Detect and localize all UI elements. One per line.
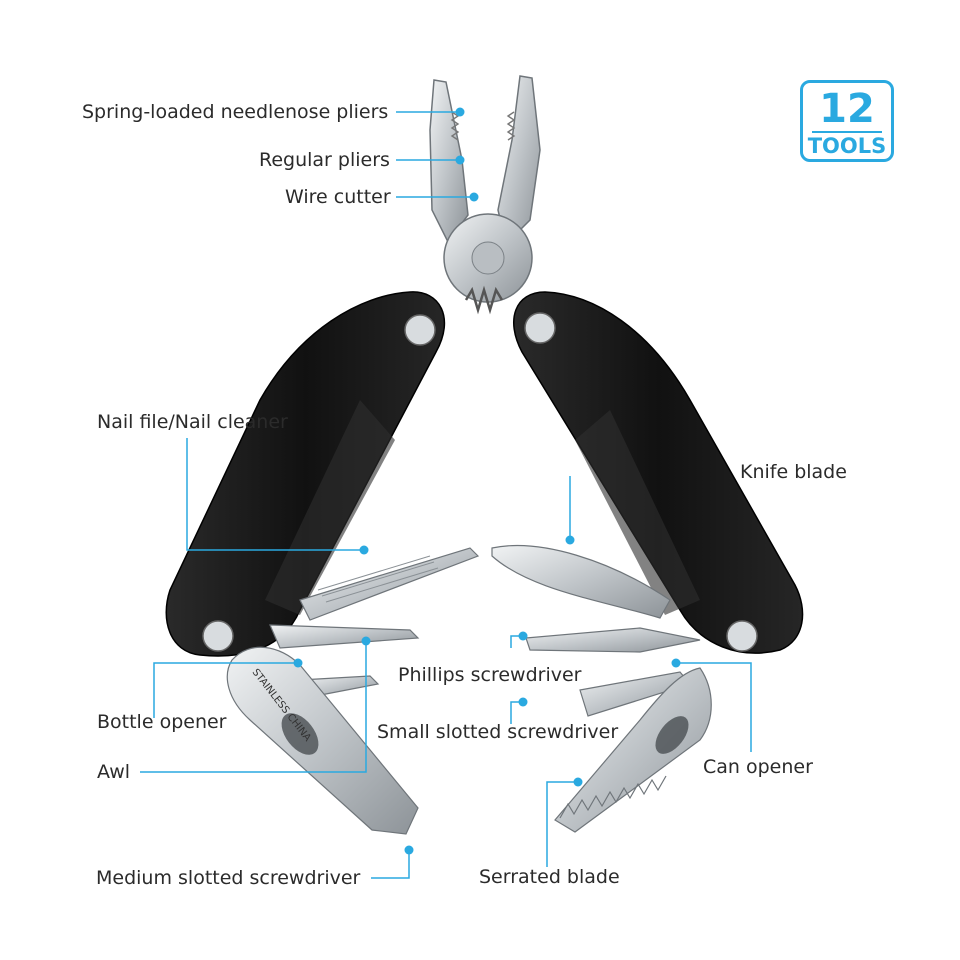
serrated-blade-shape: [554, 667, 712, 833]
label-small-slotted-screwdriver: Small slotted screwdriver: [377, 721, 619, 743]
label-serrated-blade: Serrated blade: [479, 866, 620, 888]
right-handle: [513, 291, 804, 654]
badge-divider: [812, 131, 882, 133]
label-needlenose-pliers: Spring-loaded needlenose pliers: [82, 101, 389, 123]
medium-screwdriver-blade: [226, 646, 419, 835]
nail-file-blade: [299, 547, 480, 621]
screw-icon: [726, 620, 758, 652]
leader-dots: [293, 107, 681, 855]
label-can-opener: Can opener: [703, 756, 813, 778]
badge-text: TOOLS: [807, 134, 887, 158]
label-knife-blade: Knife blade: [740, 461, 847, 483]
label-wire-cutter: Wire cutter: [285, 186, 391, 208]
awl-blade: [269, 624, 420, 649]
label-awl: Awl: [97, 761, 131, 783]
leader-lines: [140, 111, 752, 879]
screw-icon: [524, 312, 556, 344]
badge-number: 12: [819, 86, 875, 132]
pliers-jaws: [429, 75, 541, 315]
label-regular-pliers: Regular pliers: [259, 149, 390, 171]
screw-icon: [404, 314, 436, 346]
right-tools: [491, 545, 712, 833]
label-medium-slotted-screwdriver: Medium slotted screwdriver: [96, 867, 361, 889]
label-nail-file: Nail file/Nail cleaner: [97, 411, 288, 433]
spring: [464, 285, 504, 315]
label-bottle-opener: Bottle opener: [97, 711, 227, 733]
left-tools: [226, 547, 480, 835]
tool-count-badge: 12 TOOLS: [800, 80, 894, 162]
knife-blade-shape: [491, 545, 671, 619]
screw-icon: [202, 620, 234, 652]
left-handle: [165, 291, 446, 657]
label-phillips-screwdriver: Phillips screwdriver: [398, 664, 582, 686]
phillips-blade: [525, 627, 701, 653]
